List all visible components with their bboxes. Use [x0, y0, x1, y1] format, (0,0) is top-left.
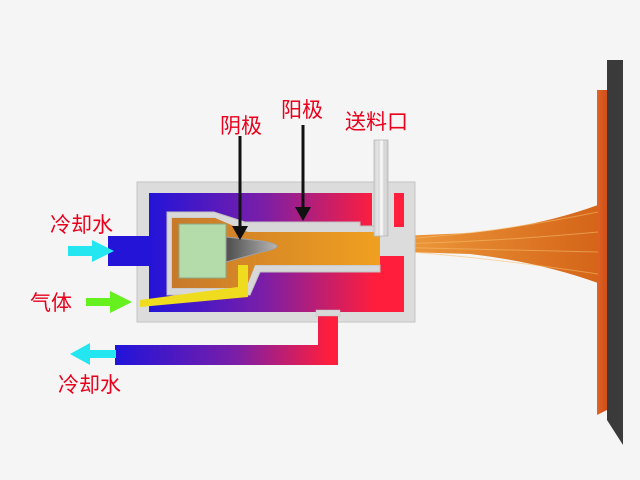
gas-label: 气体: [30, 291, 72, 315]
coolant-inlet-pipe: [108, 236, 150, 266]
cooling-water-in-arrow: [68, 240, 114, 262]
cathode-tip: [225, 236, 278, 263]
cooling-water-out-label: 冷却水: [58, 373, 121, 397]
gas-inlet-arrow: [86, 291, 132, 313]
substrate-coating: [597, 90, 607, 415]
anode-pointer-arrow: [295, 125, 311, 221]
substrate-target: [597, 60, 623, 445]
feed-port-tube: [373, 139, 389, 237]
cathode-block: [178, 223, 227, 279]
coolant-outlet-pipe: [115, 312, 338, 365]
cathode-label: 阴极: [220, 114, 262, 138]
substrate-base: [607, 60, 623, 445]
outlet-collar: [315, 309, 341, 317]
cathode-pointer-arrow: [232, 136, 248, 240]
gas-channel: [140, 265, 248, 307]
cooling-water-in-label: 冷却水: [50, 213, 113, 237]
anode-label: 阳极: [281, 98, 323, 122]
feed-port-label: 送料口: [345, 110, 408, 134]
nozzle-coolant-slot: [394, 193, 404, 227]
cooling-water-out-arrow: [70, 343, 116, 365]
